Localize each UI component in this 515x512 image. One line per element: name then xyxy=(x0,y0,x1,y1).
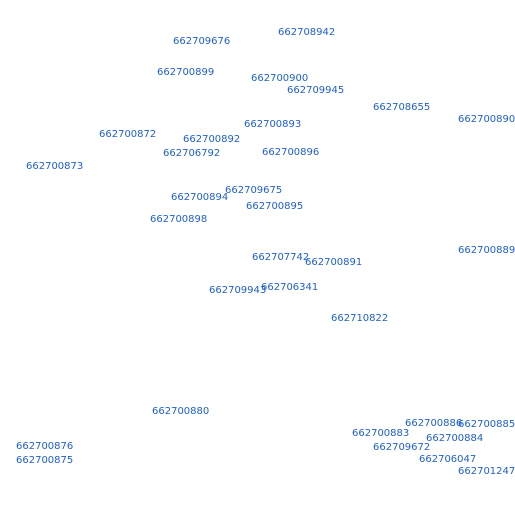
map-label[interactable]: 662700884 xyxy=(426,433,484,444)
map-label[interactable]: 662700891 xyxy=(305,257,363,268)
map-label[interactable]: 662700880 xyxy=(152,406,210,417)
map-label[interactable]: 662706792 xyxy=(163,148,221,159)
map-label[interactable]: 662700872 xyxy=(99,129,157,140)
map-label[interactable]: 662709672 xyxy=(373,442,431,453)
map-label[interactable]: 662700886 xyxy=(405,418,463,429)
map-label[interactable]: 662708655 xyxy=(373,102,431,113)
map-label[interactable]: 662700893 xyxy=(244,119,302,130)
map-label[interactable]: 662710822 xyxy=(331,313,389,324)
map-label[interactable]: 662700885 xyxy=(458,419,515,430)
map-label[interactable]: 662700889 xyxy=(458,245,515,256)
map-label[interactable]: 662700899 xyxy=(157,67,215,78)
map-label[interactable]: 662700873 xyxy=(26,161,84,172)
map-label[interactable]: 662708942 xyxy=(278,27,336,38)
map-label[interactable]: 662706047 xyxy=(419,454,477,465)
map-label[interactable]: 662700894 xyxy=(171,192,229,203)
map-label[interactable]: 662700895 xyxy=(246,201,304,212)
map-label[interactable]: 662700892 xyxy=(183,134,241,145)
map-label[interactable]: 662709943 xyxy=(209,285,267,296)
map-label[interactable]: 662700898 xyxy=(150,214,208,225)
map-label[interactable]: 662700876 xyxy=(16,441,74,452)
map-label[interactable]: 662700890 xyxy=(458,114,515,125)
map-label[interactable]: 662701247 xyxy=(458,466,515,477)
map-label[interactable]: 662707742 xyxy=(252,252,310,263)
map-label[interactable]: 662709675 xyxy=(225,185,283,196)
map-label[interactable]: 662706341 xyxy=(261,282,319,293)
map-label[interactable]: 662700875 xyxy=(16,455,74,466)
map-label[interactable]: 662709945 xyxy=(287,85,345,96)
map-label[interactable]: 662709676 xyxy=(173,36,231,47)
map-label[interactable]: 662700900 xyxy=(251,73,309,84)
map-label[interactable]: 662700883 xyxy=(352,428,410,439)
map-label[interactable]: 662700896 xyxy=(262,147,320,158)
